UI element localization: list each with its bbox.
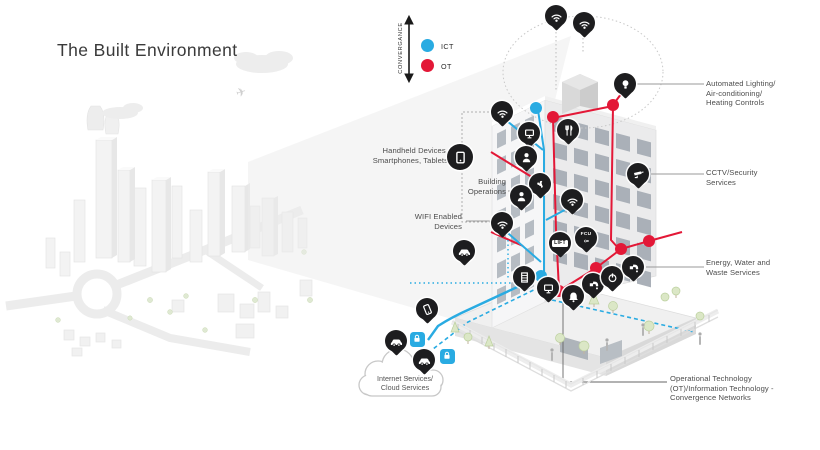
person-icon bbox=[520, 151, 533, 164]
fcu-label: FCU bbox=[580, 231, 592, 237]
power-pin bbox=[601, 266, 623, 288]
label-wifi-enabled-devices: WIFI Enabled Devices bbox=[414, 212, 462, 231]
people-figures bbox=[550, 323, 702, 361]
rooftop-wifi-pin-1 bbox=[545, 5, 567, 27]
smartphone-pin bbox=[416, 298, 438, 320]
hvac-fan-pin bbox=[529, 173, 551, 195]
label-ot-it-convergence: Operational Technology (OT)/Information … bbox=[670, 374, 774, 403]
yard-trees bbox=[450, 286, 705, 354]
smartphone-icon bbox=[421, 303, 434, 316]
lift-pin: LIFT bbox=[549, 232, 571, 254]
occupant-pin-1 bbox=[515, 146, 537, 168]
server-rack-pin bbox=[513, 266, 535, 288]
fcu-pin: FCU bbox=[575, 227, 597, 249]
label-automated-controls: Automated Lighting/ Air-conditioning/ He… bbox=[706, 79, 776, 108]
alarm-bell-pin bbox=[562, 285, 584, 307]
server-rack-icon bbox=[518, 271, 531, 284]
rooftop-wifi-pin-2 bbox=[573, 12, 595, 34]
wifi-icon bbox=[496, 217, 509, 230]
ict-legend-dot bbox=[421, 39, 434, 52]
wifi-icon bbox=[578, 17, 591, 30]
wifi-icon bbox=[550, 10, 563, 23]
vehicle-pin bbox=[453, 240, 475, 262]
cloud-shape bbox=[358, 348, 444, 397]
ot-lines bbox=[490, 93, 683, 292]
fan-icon bbox=[534, 178, 547, 191]
airplane-icon: ✈ bbox=[234, 84, 248, 100]
lightbulb-icon bbox=[619, 78, 632, 91]
car-icon bbox=[457, 245, 471, 258]
workstation-pin bbox=[518, 122, 540, 144]
connected-car-pin-1 bbox=[385, 330, 407, 352]
penthouse bbox=[562, 74, 598, 114]
security-lock-2 bbox=[439, 347, 455, 365]
wifi-icon bbox=[496, 106, 509, 119]
monitor-icon bbox=[542, 282, 555, 295]
wifi-pin-right-face bbox=[561, 189, 583, 211]
padlock-icon bbox=[412, 330, 422, 348]
faucet-icon bbox=[627, 261, 640, 274]
ot-legend-label: OT bbox=[441, 62, 452, 71]
lighting-controls-pin bbox=[614, 73, 636, 95]
water-faucet-pin-1 bbox=[582, 273, 604, 295]
ot-legend-dot bbox=[421, 59, 434, 72]
wifi-icon bbox=[566, 194, 579, 207]
fork-knife-icon bbox=[562, 124, 575, 137]
security-lock-1 bbox=[409, 330, 425, 348]
convergence-arrow bbox=[404, 14, 414, 84]
lift-label: LIFT bbox=[552, 239, 568, 247]
water-faucet-pin-2 bbox=[622, 256, 644, 278]
catering-pin bbox=[557, 119, 579, 141]
power-icon bbox=[606, 271, 619, 284]
handheld-devices-pin bbox=[447, 144, 473, 170]
page-title: The Built Environment bbox=[57, 40, 238, 60]
network-lines bbox=[403, 93, 695, 374]
wifi-pin-upper bbox=[491, 101, 513, 123]
label-internet-cloud-services: Internet Services/ Cloud Services bbox=[377, 374, 433, 393]
label-energy-water-waste: Energy, Water and Waste Services bbox=[706, 258, 771, 277]
occupant-pin-2 bbox=[510, 185, 532, 207]
cctv-pin bbox=[627, 163, 649, 185]
entrance-door-2 bbox=[600, 340, 622, 364]
padlock-icon bbox=[442, 347, 452, 365]
person-icon bbox=[515, 190, 528, 203]
bell-icon bbox=[567, 290, 580, 303]
legend-axis-label: CONVERGANCE bbox=[398, 22, 404, 74]
connected-car-pin-2 bbox=[413, 349, 435, 371]
car-icon bbox=[417, 354, 431, 367]
faucet-icon bbox=[587, 278, 600, 291]
label-cctv-security: CCTV/Security Services bbox=[706, 168, 758, 187]
car-icon bbox=[389, 335, 403, 348]
monitor-icon bbox=[523, 127, 536, 140]
wifi-pin-lower bbox=[491, 212, 513, 234]
cloud-sketch bbox=[102, 51, 293, 119]
label-building-operations: Building Operations bbox=[467, 177, 506, 196]
ict-legend-label: ICT bbox=[441, 42, 454, 51]
gears-icon bbox=[581, 237, 592, 245]
rooftop-dotted-circle bbox=[502, 15, 664, 129]
label-handheld-devices: Handheld Devices, Smartphones, Tablets bbox=[372, 146, 448, 165]
monitor-pin bbox=[537, 277, 559, 299]
tablet-icon bbox=[453, 150, 468, 165]
cctv-camera-icon bbox=[632, 168, 645, 181]
